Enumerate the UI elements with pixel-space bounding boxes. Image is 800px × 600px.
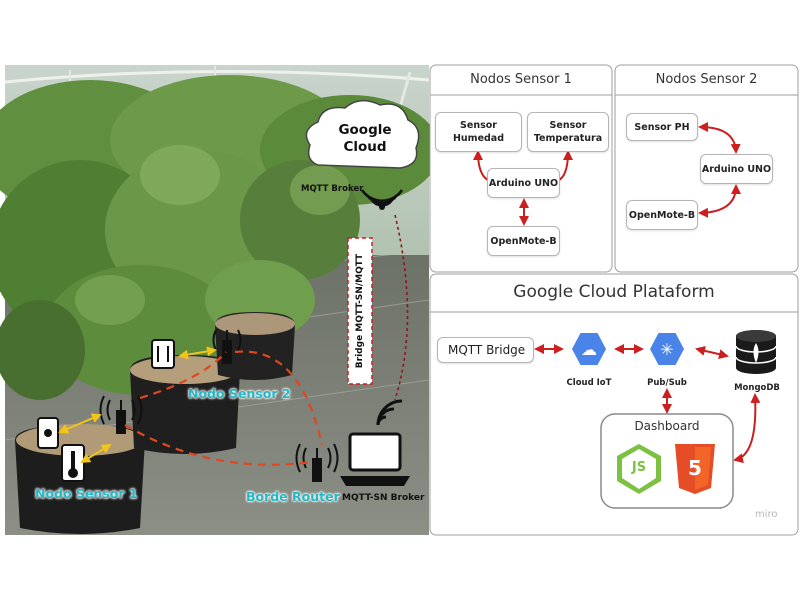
dashboard-title: Dashboard — [634, 419, 700, 433]
borde-router-label: Borde Router — [246, 489, 340, 504]
cloud-iot-icon: ☁ — [572, 333, 606, 365]
gcp-title: Google Cloud Plataform — [513, 282, 715, 302]
mqtt-sn-broker-label: MQTT-SN Broker — [342, 493, 425, 503]
thermometer-device-icon — [61, 444, 85, 482]
arrow-mongodb-dashboard — [733, 393, 761, 464]
nodo-sensor-1-label: Nodo Sensor 1 — [35, 486, 138, 501]
arduino-uno-node-2: Arduino UNO — [700, 154, 773, 184]
wifi-icon — [376, 399, 403, 426]
openmote-b-node-2: OpenMote-B — [626, 200, 698, 230]
mongodb-icon — [735, 330, 777, 374]
google-cloud-shape — [305, 99, 420, 169]
mqtt-broker-label: MQTT Broker — [301, 184, 364, 194]
nodejs-logo-text: JS — [631, 460, 647, 475]
broker-wifi-icon — [360, 189, 404, 210]
pubsub-label: Pub/Sub — [647, 378, 687, 388]
openmote-b-node-1: OpenMote-B — [487, 226, 560, 256]
bridge-label-box — [347, 237, 373, 385]
tablet-icon — [37, 417, 59, 449]
arrow-ph-arduino — [698, 122, 741, 154]
nodo-sensor-2-label: Nodo Sensor 2 — [188, 386, 291, 401]
arrow-pubsub-mongodb — [695, 345, 729, 360]
laptop-icon — [340, 432, 410, 486]
nodos-sensor-1-title: Nodos Sensor 1 — [470, 72, 572, 87]
nodejs-logo — [617, 444, 661, 494]
ph-probe-icon — [151, 339, 175, 369]
miro-watermark: miro — [755, 509, 778, 520]
mqtt-bridge-node: MQTT Bridge — [437, 337, 534, 363]
photo-links — [58, 214, 409, 466]
html5-logo — [675, 444, 715, 494]
grow-bag-3 — [215, 312, 295, 380]
mongodb-label: MongoDB — [734, 383, 780, 393]
nodos-sensor-2-title: Nodos Sensor 2 — [655, 72, 758, 87]
cloud-iot-label: Cloud IoT — [566, 378, 612, 388]
html5-logo-text: 5 — [688, 456, 702, 480]
sensor-ph-node: Sensor PH — [626, 113, 698, 141]
arrow-arduino-openmote-2 — [698, 184, 741, 218]
sensor-humedad-node: Sensor Humedad — [435, 112, 522, 152]
border-router-antenna-icon — [295, 443, 339, 482]
pubsub-icon: ✳ — [650, 333, 684, 365]
google-cloud-label: Google Cloud — [338, 122, 392, 155]
arduino-uno-node-1: Arduino UNO — [487, 168, 560, 198]
sensor-temperatura-node: Sensor Temperatura — [527, 112, 609, 152]
bridge-label: Bridge MQTT-SN/MQTT — [355, 253, 365, 369]
sensor1-antenna-icon — [99, 395, 143, 434]
